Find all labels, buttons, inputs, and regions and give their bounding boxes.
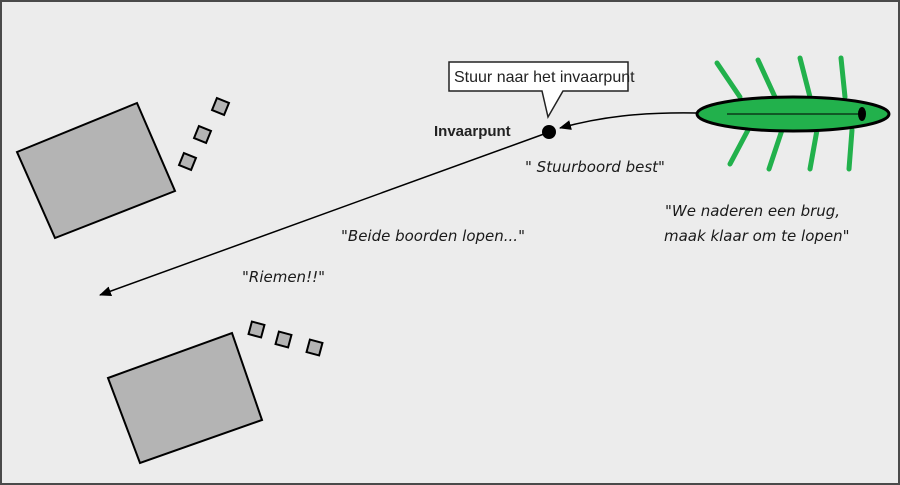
fender-icon: [192, 124, 213, 145]
oar-icon: [714, 60, 743, 100]
quote-approaching-line1: "We naderen een brug,: [665, 202, 840, 220]
pass-through-arrow: [99, 133, 545, 296]
bridge-pillar-bottom: [106, 331, 264, 465]
oar-icon: [766, 127, 785, 172]
boat-icon: [695, 55, 891, 172]
oar-icon: [807, 127, 820, 172]
fender-icon: [210, 96, 231, 117]
quote-both-sides: "Beide boorden lopen...": [341, 227, 525, 245]
entry-point-label: Invaarpunt: [434, 123, 511, 140]
approach-arrow: [559, 112, 698, 130]
fender-icon: [274, 330, 293, 349]
callout-text: Stuur naar het invaarpunt: [454, 69, 635, 86]
callout-bubble: Stuur naar het invaarpunt: [448, 61, 635, 120]
oar-icon: [727, 127, 751, 167]
fender-blocks-bottom: [247, 320, 324, 357]
quote-approaching-line2: maak klaar om te lopen": [664, 227, 850, 245]
quote-oars: "Riemen!!": [242, 268, 325, 286]
quote-starboard: " Stuurboord best": [525, 158, 665, 176]
entry-point-dot: [542, 125, 556, 139]
oar-icon: [838, 55, 848, 100]
fender-blocks-top: [177, 96, 231, 172]
oar-icon: [755, 57, 778, 100]
cox-icon: [858, 107, 866, 121]
fender-icon: [247, 320, 266, 339]
oar-icon: [797, 55, 813, 100]
oar-icon: [846, 127, 855, 172]
fender-icon: [177, 151, 198, 172]
bridge-pillar-top: [15, 101, 177, 240]
fender-icon: [305, 338, 324, 357]
